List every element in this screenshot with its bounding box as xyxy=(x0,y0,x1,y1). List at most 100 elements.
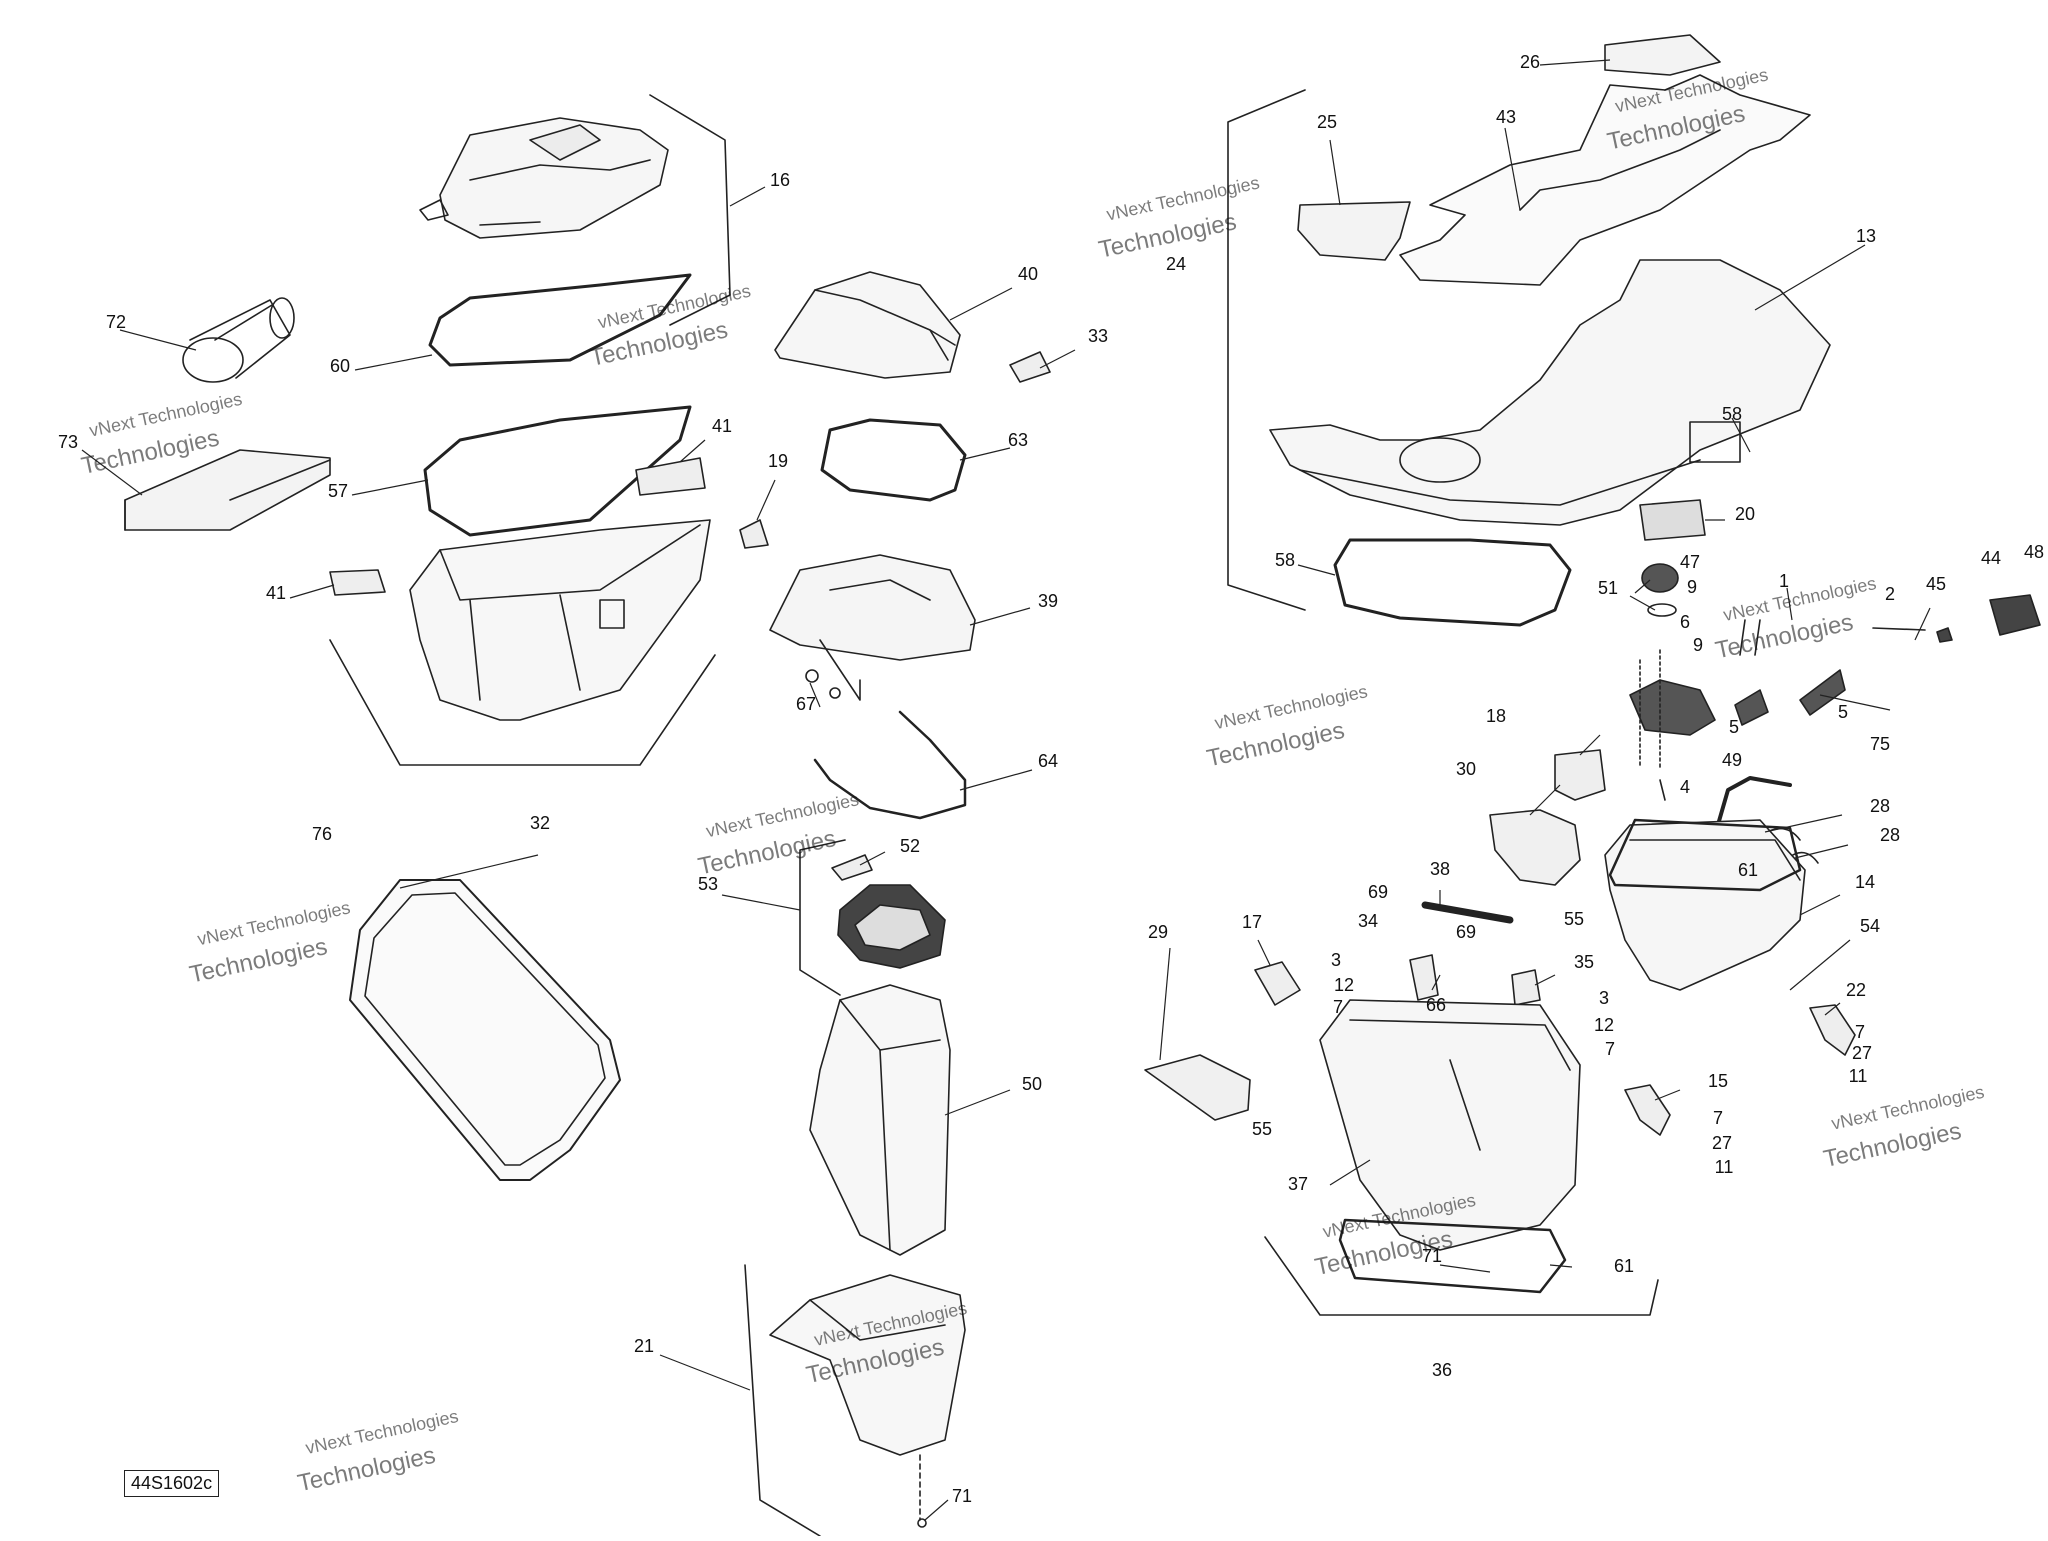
cover-29-part xyxy=(1144,1054,1251,1121)
callout-c63: 63 xyxy=(1008,430,1028,450)
callout-c28a: 28 xyxy=(1870,796,1890,816)
gasket-60-part xyxy=(428,273,692,367)
callout-c41b: 41 xyxy=(266,583,286,603)
bracket-22-part xyxy=(1809,1004,1856,1056)
callout-c41a: 41 xyxy=(712,416,732,436)
callout-c9a: 9 xyxy=(1687,577,1697,597)
callout-c6: 6 xyxy=(1680,612,1690,632)
frame-39-part xyxy=(769,554,976,701)
callout-c40: 40 xyxy=(1018,264,1038,284)
latch-41b-part xyxy=(329,569,386,596)
callout-c32: 32 xyxy=(530,813,550,833)
callout-c12a: 12 xyxy=(1334,975,1354,995)
spring-47-part xyxy=(1641,563,1679,593)
callout-c45: 45 xyxy=(1926,574,1946,594)
washer-51-part xyxy=(1647,603,1677,617)
callout-c54: 54 xyxy=(1860,916,1880,936)
handle-44-part xyxy=(1989,594,2041,636)
callout-c52: 52 xyxy=(900,836,920,856)
callout-c53: 53 xyxy=(698,874,718,894)
callout-c4: 4 xyxy=(1680,777,1690,797)
bracket-15-part xyxy=(1624,1084,1671,1136)
pad-25-part xyxy=(1297,201,1411,261)
callout-c71b: 71 xyxy=(1422,1246,1442,1266)
callout-c7c: 7 xyxy=(1855,1022,1865,1042)
callout-c5a: 5 xyxy=(1729,717,1739,737)
callout-c5b: 5 xyxy=(1838,702,1848,722)
tub-37-part xyxy=(1319,999,1581,1251)
svg-text:vNext Technologies: vNext Technologies xyxy=(1830,1082,1987,1134)
callout-c28b: 28 xyxy=(1880,825,1900,845)
svg-text:vNext Technologies: vNext Technologies xyxy=(1213,681,1370,733)
deck-13-part xyxy=(1269,259,1831,526)
bracket-17-part xyxy=(1254,961,1301,1006)
callout-c55b: 55 xyxy=(1252,1119,1272,1139)
callout-c58a: 58 xyxy=(1722,404,1742,424)
deck-mat-43-part xyxy=(1399,74,1811,286)
lock-mechanism-part xyxy=(1629,649,1716,771)
svg-text:vNext Technologies: vNext Technologies xyxy=(1721,573,1878,625)
callout-c14: 14 xyxy=(1855,872,1875,892)
ring-58-part xyxy=(1333,538,1572,627)
callout-c9b: 9 xyxy=(1693,635,1703,655)
callout-c20: 20 xyxy=(1735,504,1755,524)
callout-c21: 21 xyxy=(634,1336,654,1356)
gasket-57-part xyxy=(423,405,692,537)
callout-c75: 75 xyxy=(1870,734,1890,754)
svg-text:vNext Technologies: vNext Technologies xyxy=(704,789,861,841)
callout-c60: 60 xyxy=(330,356,350,376)
svg-text:vNext Technologies: vNext Technologies xyxy=(596,281,753,333)
callout-c12b: 12 xyxy=(1594,1015,1614,1035)
callout-c72: 72 xyxy=(106,312,126,332)
callout-c66: 66 xyxy=(1426,995,1446,1015)
callout-c27b: 27 xyxy=(1712,1133,1732,1153)
callout-c58b: 58 xyxy=(1275,550,1295,570)
callout-c61b: 61 xyxy=(1614,1256,1634,1276)
part-53 xyxy=(837,884,946,969)
callout-c29: 29 xyxy=(1148,922,1168,942)
mat-26-part xyxy=(1604,34,1721,76)
callout-c30: 30 xyxy=(1456,759,1476,779)
callout-c38: 38 xyxy=(1430,859,1450,879)
bucket-21-part xyxy=(769,1274,966,1456)
cover-30-part xyxy=(1489,809,1581,886)
callout-c67: 67 xyxy=(796,694,816,714)
spring-38-part xyxy=(1421,901,1514,924)
cap-52-part xyxy=(831,854,873,881)
storage-bin-part xyxy=(409,519,711,721)
svg-text:vNext Technologies: vNext Technologies xyxy=(304,1406,461,1458)
callout-c51: 51 xyxy=(1598,578,1618,598)
callout-c27a: 27 xyxy=(1852,1043,1872,1063)
clip-33-part xyxy=(1009,351,1051,383)
callout-c3b: 3 xyxy=(1599,988,1609,1008)
callout-c34: 34 xyxy=(1358,911,1378,931)
callout-c55a: 55 xyxy=(1564,909,1584,929)
callout-c43: 43 xyxy=(1496,107,1516,127)
latch-41a-part xyxy=(635,457,706,496)
cup-holder-part xyxy=(182,297,295,383)
wire-64-part xyxy=(813,710,967,820)
callout-c26: 26 xyxy=(1520,52,1540,72)
callout-c19: 19 xyxy=(768,451,788,471)
callout-c11b: 11 xyxy=(1715,1157,1734,1177)
callout-c37: 37 xyxy=(1288,1174,1308,1194)
callout-c57: 57 xyxy=(328,481,348,501)
callout-c16: 16 xyxy=(770,170,790,190)
callout-c50: 50 xyxy=(1022,1074,1042,1094)
callout-c15: 15 xyxy=(1708,1071,1728,1091)
callout-c71a: 71 xyxy=(952,1486,972,1506)
tray-part xyxy=(124,449,331,531)
callout-c44: 44 xyxy=(1981,548,2001,568)
callout-c35: 35 xyxy=(1574,952,1594,972)
callout-c1: 1 xyxy=(1779,571,1789,591)
callout-c76: 76 xyxy=(312,824,332,844)
callout-c61a: 61 xyxy=(1738,860,1758,880)
callout-c73: 73 xyxy=(58,432,78,452)
bucket-50-part xyxy=(809,984,951,1256)
callout-c7a: 7 xyxy=(1333,997,1343,1017)
clip-19-part xyxy=(739,519,769,549)
svg-text:vNext Technologies: vNext Technologies xyxy=(196,897,353,949)
callout-c13: 13 xyxy=(1856,226,1876,246)
callout-c7d: 7 xyxy=(1713,1108,1723,1128)
